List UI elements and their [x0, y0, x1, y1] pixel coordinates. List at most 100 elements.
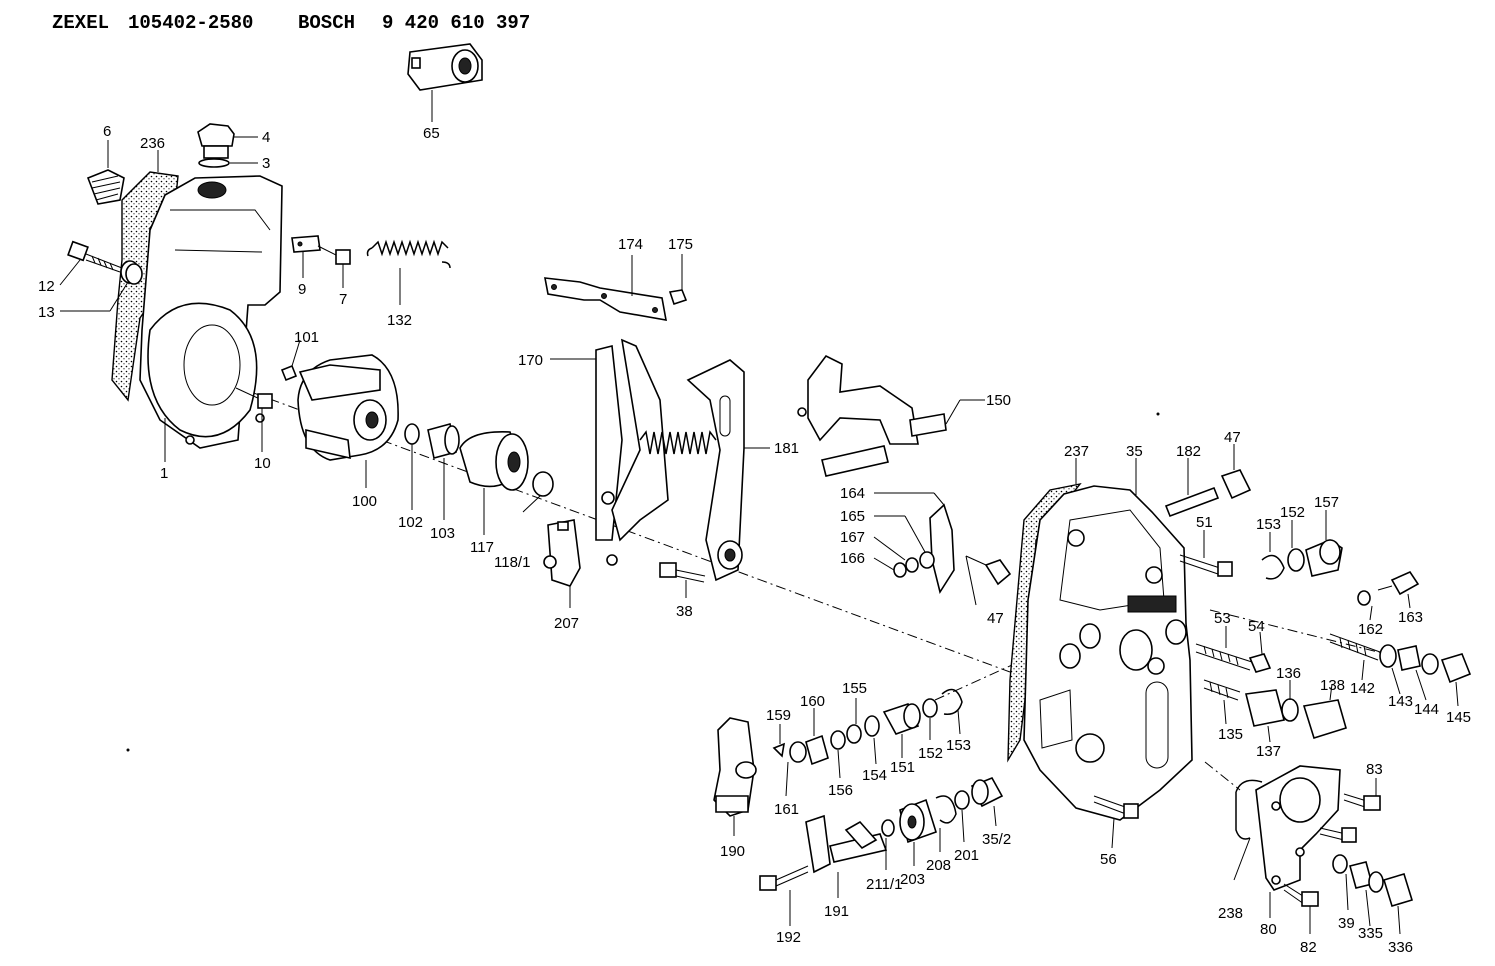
- part-153b-circlip: [941, 688, 963, 735]
- header: ZEXEL 105402-2580 BOSCH 9 420 610 397: [52, 12, 530, 34]
- label-166: 166: [840, 550, 865, 567]
- label-154: 154: [862, 767, 887, 784]
- part-39-washer: [1332, 854, 1349, 911]
- part-181-lever: [686, 359, 770, 582]
- part-182-pin: [1164, 458, 1220, 518]
- part-118-1-shim: [522, 471, 554, 513]
- bosch-number: 9 420 610 397: [382, 12, 530, 34]
- label-174: 174: [618, 236, 643, 253]
- part-135-screw: [1203, 679, 1241, 725]
- zexel-number: 105402-2580: [128, 12, 253, 34]
- part-192-bolt: [759, 865, 809, 926]
- part-4-plug: [197, 123, 258, 168]
- part-143-washer: [1379, 644, 1401, 695]
- part-7-screw: [317, 245, 351, 288]
- label-80: 80: [1260, 921, 1277, 938]
- label-164: 164: [840, 485, 865, 502]
- label-7: 7: [339, 291, 347, 308]
- part-336-cap: [1382, 873, 1414, 935]
- label-155: 155: [842, 680, 867, 697]
- label-167: 167: [840, 529, 865, 546]
- label-236: 236: [140, 135, 165, 152]
- label-175: 175: [668, 236, 693, 253]
- label-190: 190: [720, 843, 745, 860]
- label-163: 163: [1398, 609, 1423, 626]
- part-136-washer: [1281, 680, 1299, 722]
- part-53-screw: [1195, 626, 1253, 671]
- label-54: 54: [1248, 618, 1265, 635]
- part-6-threaded-plug: [86, 140, 125, 205]
- part-9-clip: [291, 235, 321, 278]
- part-35-main-housing: [1023, 458, 1193, 821]
- label-137: 137: [1256, 743, 1281, 760]
- part-145-cap: [1440, 653, 1472, 707]
- label-161: 161: [774, 801, 799, 818]
- label-153a: 153: [1256, 516, 1281, 533]
- part-38-screw: [659, 562, 706, 598]
- label-65: 65: [423, 125, 440, 142]
- label-135: 135: [1218, 726, 1243, 743]
- label-203: 203: [900, 871, 925, 888]
- part-160-bushing: [805, 708, 829, 766]
- label-335: 335: [1358, 925, 1383, 942]
- part-100-flyweight-carrier: [297, 354, 399, 488]
- label-35-2: 35/2: [982, 831, 1011, 848]
- label-118-1: 118/1: [494, 554, 530, 571]
- part-47a-plug: [965, 555, 1012, 606]
- label-39: 39: [1338, 915, 1355, 932]
- part-156-washer: [830, 730, 846, 779]
- label-53: 53: [1214, 610, 1231, 627]
- part-54-nut: [1248, 631, 1272, 673]
- label-82: 82: [1300, 939, 1317, 956]
- label-144: 144: [1414, 701, 1439, 718]
- label-153b: 153: [946, 737, 971, 754]
- label-47a: 47: [987, 610, 1004, 627]
- label-3: 3: [262, 155, 270, 172]
- label-336: 336: [1388, 939, 1413, 956]
- part-165-167-washers: [873, 515, 935, 578]
- part-190-lever: [713, 717, 757, 836]
- part-201-washer: [954, 790, 970, 843]
- assembly-axes: [231, 384, 1391, 791]
- label-56: 56: [1100, 851, 1117, 868]
- part-142-screw: [1329, 633, 1381, 681]
- part-47b-plug: [1220, 444, 1252, 500]
- part-138-cap: [1302, 683, 1347, 740]
- label-192: 192: [776, 929, 801, 946]
- part-labels: 65 6 236 4 3 12 13 9 7 132 101 1 10 100 …: [38, 123, 1471, 956]
- part-35-2-plug: [970, 776, 1004, 827]
- label-160: 160: [800, 693, 825, 710]
- label-170: 170: [518, 352, 543, 369]
- part-191-shaft-lever: [805, 814, 888, 898]
- label-143: 143: [1388, 693, 1413, 710]
- part-83-screw: [1343, 778, 1381, 811]
- part-152b-ring: [922, 698, 938, 740]
- part-163-screw: [1377, 570, 1420, 609]
- label-6: 6: [103, 123, 111, 140]
- part-56-screw: [1093, 795, 1139, 849]
- label-136: 136: [1276, 665, 1301, 682]
- label-103: 103: [430, 525, 455, 542]
- label-156: 156: [828, 782, 853, 799]
- part-spring-lever: [639, 430, 717, 455]
- label-162: 162: [1358, 621, 1383, 638]
- part-103-bushing: [427, 423, 460, 520]
- label-102: 102: [398, 514, 423, 531]
- part-13-washer: [60, 260, 143, 312]
- part-175-nut: [668, 254, 688, 306]
- label-100: 100: [352, 493, 377, 510]
- label-142: 142: [1350, 680, 1375, 697]
- label-201: 201: [954, 847, 979, 864]
- label-211-1: 211/1: [866, 876, 902, 893]
- label-47b: 47: [1224, 429, 1241, 446]
- part-174-bracket: [544, 255, 667, 321]
- part-117-sleeve: [459, 431, 529, 535]
- part-1-housing: [139, 175, 283, 462]
- label-181: 181: [774, 440, 799, 457]
- part-83b-screw: [1319, 827, 1357, 843]
- label-101: 101: [294, 329, 319, 346]
- label-151: 151: [890, 759, 915, 776]
- part-137-nut: [1245, 689, 1285, 743]
- part-211-1-washer: [881, 819, 895, 870]
- label-12: 12: [38, 278, 55, 295]
